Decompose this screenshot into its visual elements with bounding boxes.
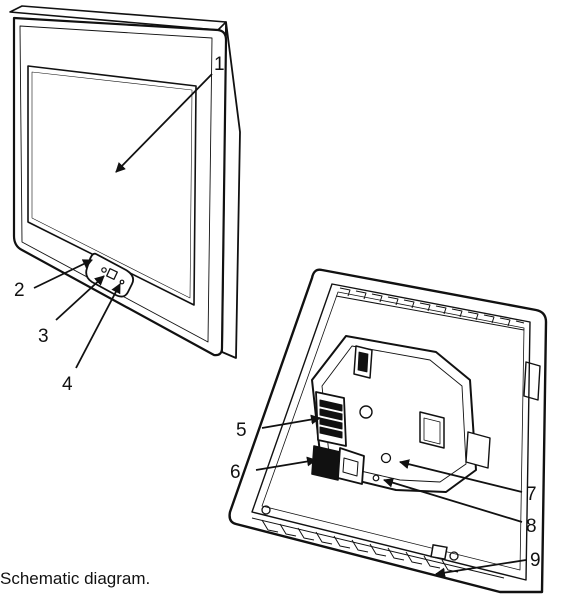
callout-label-9: 9 — [530, 550, 541, 571]
callout-label-7: 7 — [526, 484, 537, 505]
callout-label-2: 2 — [14, 280, 25, 301]
top-vent-slots — [335, 287, 525, 331]
callout-label-4: 4 — [62, 374, 73, 395]
callout-label-8: 8 — [526, 516, 537, 537]
leader-lines — [33, 73, 527, 578]
callout-label-3: 3 — [38, 326, 49, 347]
display-screen — [27, 65, 197, 306]
callout-label-1: 1 — [214, 54, 225, 75]
callout-label-6: 6 — [230, 462, 241, 483]
callout-label-5: 5 — [236, 420, 247, 441]
front-panel — [9, 5, 241, 359]
bottom-terminal — [430, 544, 448, 560]
diagram-caption: Schematic diagram. — [0, 569, 150, 588]
